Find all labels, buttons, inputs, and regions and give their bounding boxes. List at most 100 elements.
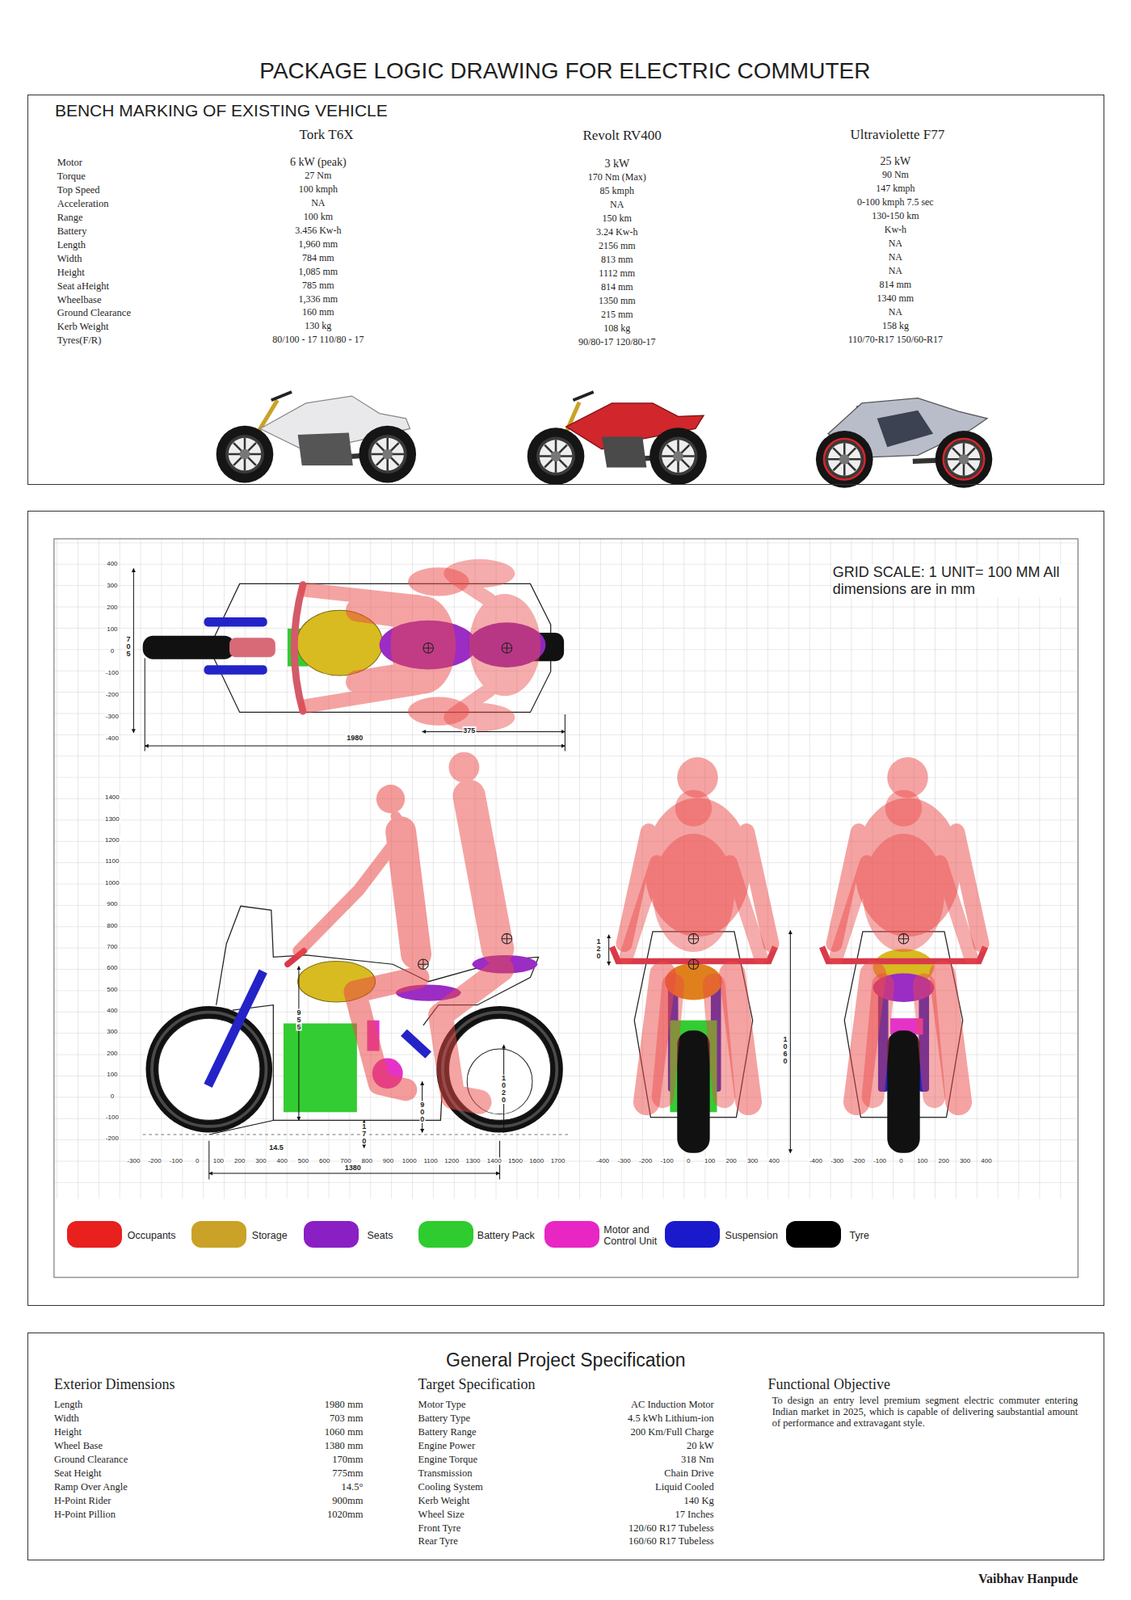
bench-value: 813 mm (601, 254, 634, 266)
front-view-part-part (688, 933, 699, 944)
spec-label: H-Point Rider (54, 1494, 111, 1506)
dimension-value: 14.5 (268, 1143, 285, 1152)
bench-value: NA (311, 197, 325, 210)
section-heading: Target Specification (418, 1375, 536, 1393)
side-view-part-part (400, 831, 417, 954)
panel-heading: BENCH MARKING OF EXISTING VEHICLE (54, 100, 388, 121)
side-view-part-part (470, 811, 488, 924)
axis-number: 1200 (104, 836, 121, 844)
spec-label: Height (54, 1425, 82, 1438)
axis-number: 0 (109, 647, 115, 656)
spec-value: 900mm (332, 1494, 363, 1506)
bench-value: 6 kW (peak) (290, 155, 347, 169)
spec-value: 703 mm (329, 1412, 363, 1424)
spec-label: Ground Clearance (54, 1453, 128, 1465)
dimension-value: 120 (596, 937, 602, 960)
spec-value: 775mm (332, 1467, 363, 1479)
tork-bike-part (271, 391, 292, 400)
side-view-part (440, 752, 502, 1102)
f77-bike-part (877, 410, 934, 447)
top-view-part-part (144, 658, 146, 752)
top-view-part (142, 635, 236, 660)
axis-number: 800 (105, 921, 118, 930)
axis-number: -300 (617, 1156, 632, 1165)
legend-text: Battery Pack (477, 1229, 535, 1241)
top-view-part (133, 567, 565, 751)
axis-number: 800 (361, 1156, 374, 1165)
axis-number: 1300 (104, 815, 121, 823)
top-view-part-part (497, 627, 533, 663)
top-view (133, 559, 565, 751)
spec-value: 120/60 R17 Tubeless (628, 1521, 715, 1533)
spec-value: 140 Kg (684, 1494, 715, 1506)
tork-bike-part (216, 425, 274, 484)
bench-value: Kw-h (884, 224, 907, 236)
row-header: Torque (57, 170, 86, 182)
vehicle-name: Ultraviolette F77 (850, 126, 946, 143)
spec-value: 318 Nm (681, 1453, 715, 1465)
spec-label: Seat Height (54, 1467, 102, 1479)
scale-note: GRID SCALE: 1 UNIT= 100 MM All dimension… (832, 563, 1077, 598)
front-view (609, 756, 791, 1153)
f77-bike-part (943, 438, 984, 480)
section-heading: Exterior Dimensions (54, 1375, 175, 1393)
revolt-bike-part (527, 427, 585, 485)
revolt-bike-part (601, 437, 648, 468)
spec-value: Liquid Cooled (655, 1480, 715, 1493)
axis-number: 1300 (465, 1156, 482, 1165)
axis-number: 500 (297, 1156, 310, 1165)
spec-value: 160/60 R17 Tubeless (628, 1534, 715, 1547)
top-view-part (294, 584, 303, 712)
axis-number: 300 (105, 1028, 118, 1036)
top-view-part-part (144, 745, 565, 747)
axis-number: 400 (767, 1156, 780, 1165)
side-view-part-part (501, 933, 513, 944)
bench-value: 1112 mm (598, 268, 635, 280)
bench-value: 90/80-17 120/80-17 (578, 336, 656, 349)
rear-view-part (887, 1030, 920, 1153)
spec-value: 1980 mm (324, 1398, 364, 1410)
bench-value: 785 mm (302, 280, 335, 292)
grid-part (54, 538, 1078, 1278)
top-view-part-part (443, 559, 515, 588)
spec-value: 14.5° (341, 1480, 364, 1493)
legend-swatch (786, 1220, 841, 1248)
row-header: Range (57, 210, 84, 223)
dimension-value: 375 (462, 726, 476, 735)
legend-swatch (664, 1220, 720, 1248)
front-view-part-part (688, 958, 699, 970)
axis-number: 1700 (550, 1156, 567, 1165)
spec-value: 1020mm (327, 1507, 363, 1519)
row-header: Battery (57, 224, 88, 236)
top-view-part (229, 637, 276, 657)
axis-number: 500 (105, 985, 118, 993)
bench-value: 25 kW (880, 155, 912, 169)
spec-label: Cooling System (418, 1480, 484, 1493)
bench-value: 130 kg (304, 321, 332, 333)
bench-value: 80/100 - 17 110/80 - 17 (272, 335, 364, 347)
rear-view (821, 756, 985, 1153)
axis-number: 1100 (422, 1156, 438, 1165)
legend-text: Storage (252, 1229, 288, 1241)
row-header: Top Speed (57, 183, 101, 195)
front-view-part (676, 1030, 710, 1153)
legend-text: Tyre (849, 1229, 870, 1241)
bench-value: 108 kg (603, 323, 631, 335)
legend-swatch (418, 1220, 474, 1248)
grid-part (54, 538, 1078, 1199)
top-view-part-part (357, 609, 408, 618)
bench-value: 3.24 Kw-h (596, 227, 638, 239)
axis-number: -300 (105, 713, 120, 721)
legend-swatch (303, 1220, 359, 1248)
axis-number: 900 (105, 900, 118, 909)
axis-number: -100 (168, 1156, 184, 1165)
revolt-bike (527, 391, 707, 485)
rear-view-part (834, 756, 982, 1102)
bench-value: 170 Nm (Max) (588, 172, 647, 184)
panel-box: General Project Specification (27, 1332, 1105, 1561)
front-view-part (688, 933, 699, 969)
bench-value: NA (609, 199, 624, 211)
bench-value: 1,960 mm (298, 239, 339, 251)
axis-number: -100 (105, 669, 120, 677)
top-view-part-part (443, 702, 515, 732)
